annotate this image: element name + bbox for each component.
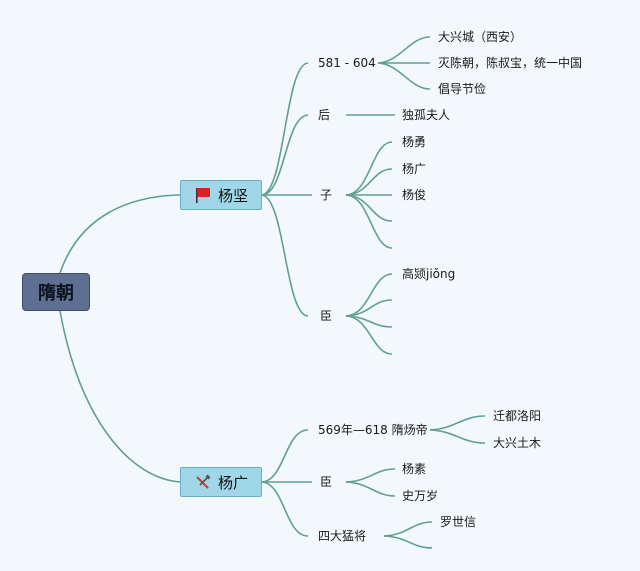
subtopic-yj-sons[interactable]: 子 <box>320 188 333 202</box>
edge-yj-ministers <box>261 194 309 317</box>
node-yg-general[interactable]: 罗世信 <box>440 515 477 529</box>
root-topic[interactable]: 隋朝 <box>22 273 90 311</box>
node-yj-son[interactable]: 杨广 <box>402 162 427 176</box>
edge-root-yangguang <box>59 310 181 483</box>
node-yj-empress-item[interactable]: 独孤夫人 <box>402 108 451 122</box>
topic-yangjian-label: 杨坚 <box>217 186 248 205</box>
topic-yangguang-label: 杨广 <box>217 473 248 492</box>
node-yj-reign-item[interactable]: 灭陈朝，陈叔宝，统一中国 <box>438 56 583 70</box>
subtopic-yg-reign[interactable]: 569年—618 隋炀帝 <box>318 423 428 437</box>
node-yj-reign-item[interactable]: 大兴城（西安） <box>438 30 523 44</box>
edge-root-yangjian <box>59 194 181 274</box>
node-yj-reign-item[interactable]: 倡导节俭 <box>438 82 487 96</box>
subtopic-yj-empress[interactable]: 后 <box>318 108 331 122</box>
topic-yangjian[interactable]: 杨坚 <box>180 180 262 210</box>
node-yg-reign-item[interactable]: 大兴土木 <box>493 436 542 450</box>
flag-icon <box>195 188 210 203</box>
subtopic-yg-generals[interactable]: 四大猛将 <box>318 529 367 543</box>
edge-yg-generals <box>261 481 309 537</box>
topic-yangguang[interactable]: 杨广 <box>180 467 262 497</box>
subtopic-yg-ministers[interactable]: 臣 <box>320 475 333 489</box>
edge-yg-reign <box>261 429 309 483</box>
edge-yj-reign <box>261 62 309 196</box>
node-yg-minister[interactable]: 史万岁 <box>402 489 439 503</box>
node-yj-son[interactable]: 杨勇 <box>402 135 427 149</box>
subtopic-yj-reign[interactable]: 581 - 604 <box>318 56 376 70</box>
subtopic-yj-ministers[interactable]: 臣 <box>320 309 333 323</box>
root-label: 隋朝 <box>38 283 74 304</box>
tools-icon <box>196 474 211 489</box>
edge-yj-empress <box>261 114 309 196</box>
node-yg-reign-item[interactable]: 迁都洛阳 <box>493 409 542 423</box>
node-yg-minister[interactable]: 杨素 <box>402 462 427 476</box>
node-yj-son[interactable]: 杨俊 <box>402 188 427 202</box>
node-yj-minister[interactable]: 高颎jiǒng <box>402 267 456 281</box>
